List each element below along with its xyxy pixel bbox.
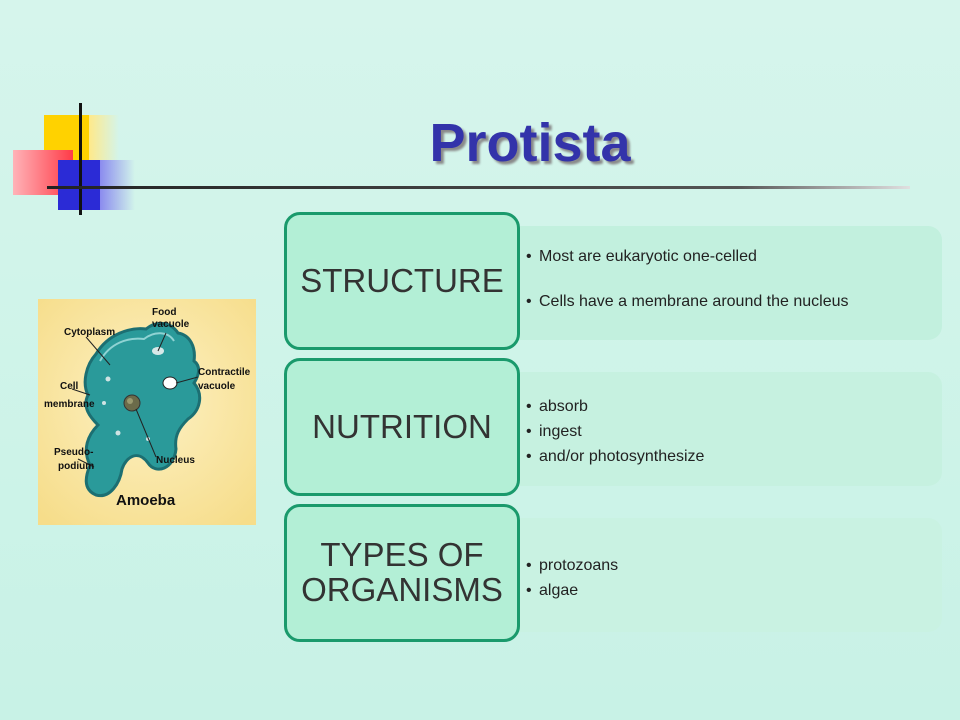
amoeba-diagram: Food vacuole Cytoplasm Contractile vacuo… — [38, 299, 256, 525]
label-cell-membrane-2: membrane — [44, 399, 95, 410]
types-heading-line-1: TYPES OF — [320, 536, 484, 574]
contractile-vacuole-shape — [162, 376, 178, 390]
figure-caption: Amoeba — [116, 492, 176, 509]
structure-panel — [470, 226, 942, 340]
types-heading-line-2: ORGANISMS — [301, 571, 503, 608]
nutrition-bullet-3: and/or photosynthesize — [525, 444, 935, 469]
nutrition-bullet-2: ingest — [525, 419, 935, 444]
label-pseudopodium-2: podium — [58, 461, 94, 472]
label-leader-lines — [71, 332, 199, 468]
nutrition-heading: NUTRITION — [312, 407, 492, 445]
nutrition-bullets: absorb ingest and/or photosynthesize — [525, 394, 935, 469]
structure-heading: STRUCTURE — [300, 261, 504, 299]
structure-bullet-1: Most are eukaryotic one-celled — [525, 248, 935, 266]
types-heading-box: TYPES OF ORGANISMS — [284, 504, 520, 642]
label-food-vacuole-2: vacuole — [152, 319, 190, 330]
blue-fade-decoration — [100, 160, 135, 210]
types-bullets: protozoans algae — [525, 553, 935, 603]
label-nucleus: Nucleus — [156, 455, 195, 466]
amoeba-body — [83, 322, 202, 498]
slide-title: Protista — [429, 113, 631, 173]
types-bullet-2: algae — [525, 578, 935, 603]
label-food-vacuole-1: Food — [152, 307, 176, 318]
granule — [115, 430, 121, 436]
vertical-rule — [79, 103, 82, 215]
label-cell-membrane-1: Cell — [60, 381, 79, 392]
structure-bullets: Most are eukaryotic one-celled Cells hav… — [525, 248, 935, 311]
label-contractile-vacuole-2: vacuole — [198, 381, 236, 392]
granule — [105, 376, 111, 382]
types-bullet-1: protozoans — [525, 553, 935, 578]
amoeba-illustration: Food vacuole Cytoplasm Contractile vacuo… — [38, 299, 256, 525]
nucleolus-shape — [127, 398, 133, 404]
granule — [102, 401, 106, 405]
label-contractile-vacuole-1: Contractile — [198, 367, 251, 378]
nutrition-heading-box: NUTRITION — [284, 358, 520, 496]
structure-bullet-2: Cells have a membrane around the nucleus — [525, 293, 935, 311]
title-underline-rule — [47, 186, 910, 189]
label-cytoplasm: Cytoplasm — [64, 327, 115, 338]
yellow-fade-decoration — [89, 115, 119, 160]
membrane-highlight — [99, 332, 175, 362]
structure-heading-box: STRUCTURE — [284, 212, 520, 350]
label-pseudopodium-1: Pseudo- — [54, 447, 93, 458]
nutrition-bullet-1: absorb — [525, 394, 935, 419]
